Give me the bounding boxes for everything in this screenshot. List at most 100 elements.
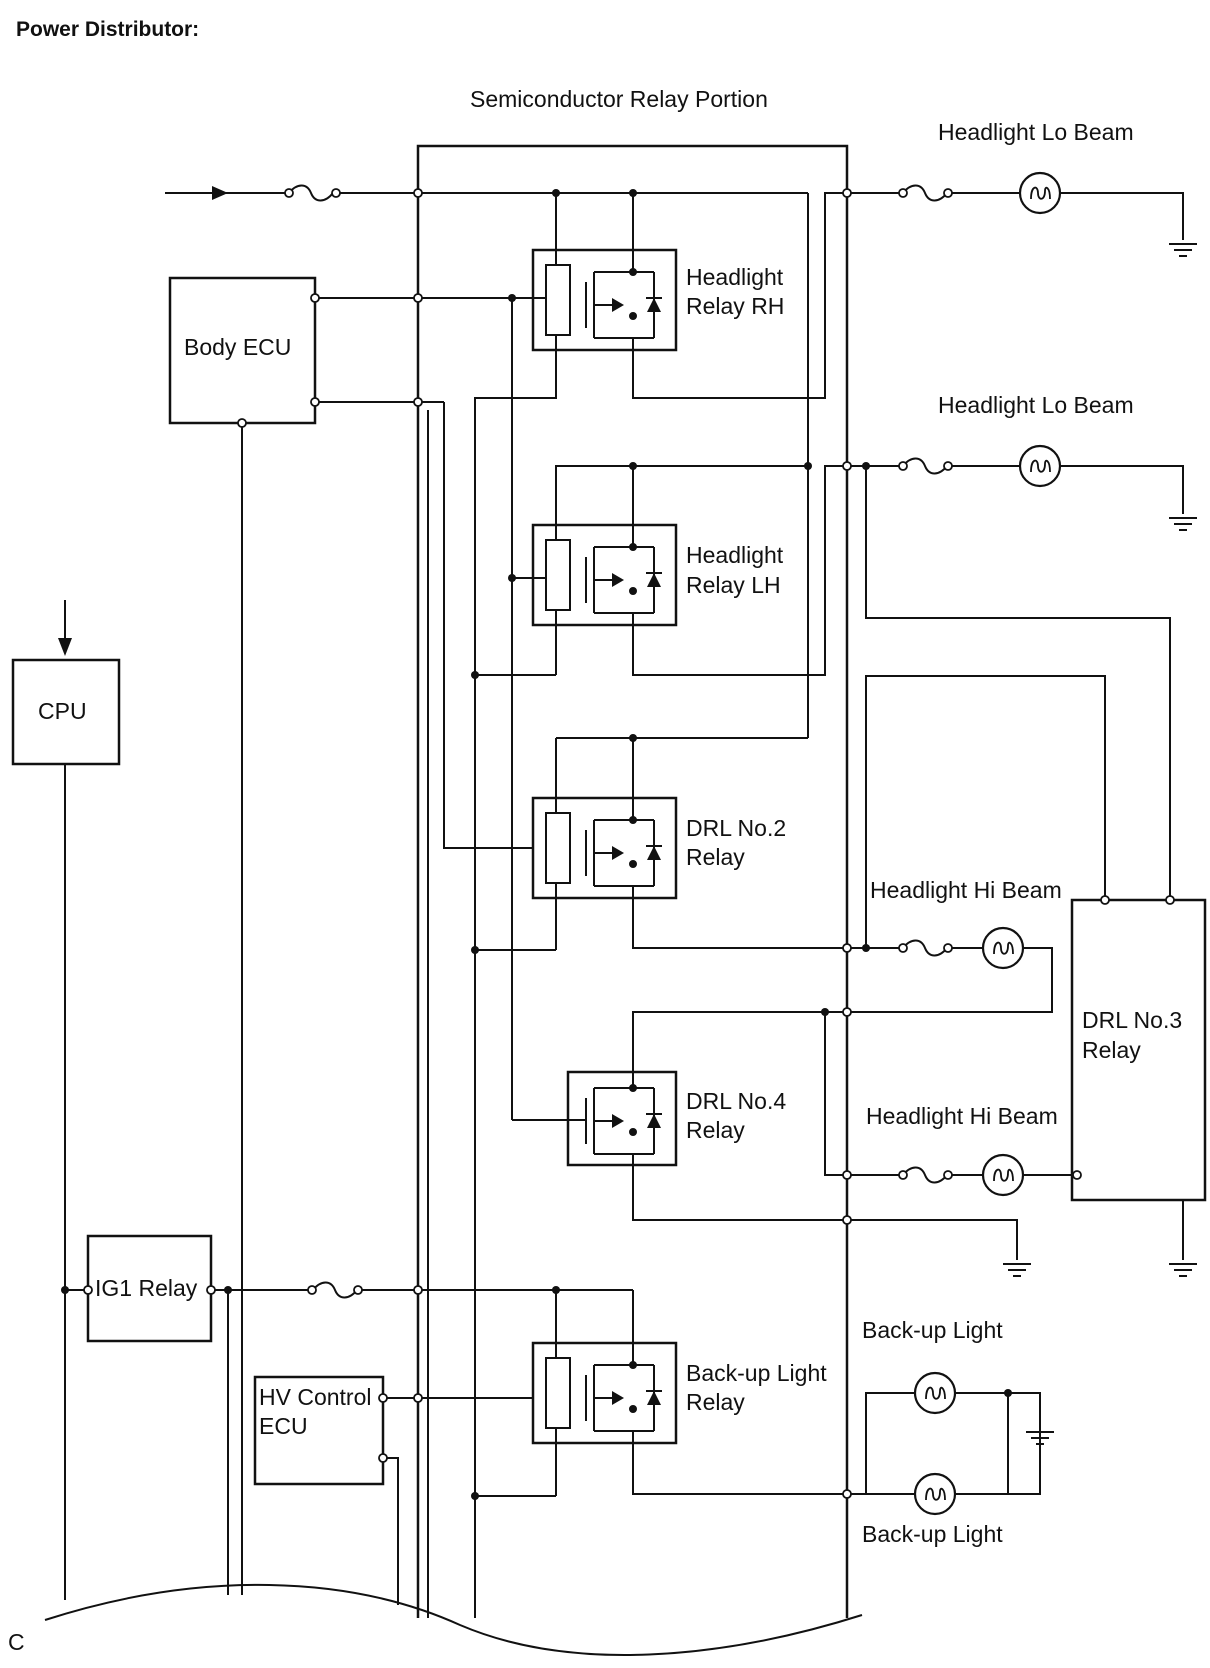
body-ecu-box [168, 276, 317, 425]
relay-4-label-line1: DRL No.4 [686, 1088, 786, 1114]
input-arrow-icon [58, 638, 72, 656]
terminal-dot [353, 1285, 363, 1295]
terminal-dot [842, 188, 852, 198]
terminal-dot [1165, 895, 1175, 905]
body-ecu-label: Body ECU [184, 334, 291, 360]
terminal-dot [898, 461, 908, 471]
headlight-relay-lh [512, 523, 678, 627]
backup-label-2: Back-up Light [862, 1521, 1003, 1547]
junction-dot [471, 946, 479, 954]
ground-return-bus [474, 370, 557, 1618]
terminal-dot [943, 1170, 953, 1180]
terminal-dot [842, 1489, 852, 1499]
relay-5-label-line1: Back-up Light [686, 1360, 827, 1386]
backup-parallel-wire [865, 1392, 1041, 1495]
hv-ecu-label-line1: HV Control [259, 1384, 371, 1410]
backup-light-relay [531, 1341, 678, 1445]
terminal-dot [842, 1215, 852, 1225]
relay-3-label-line1: DRL No.2 [686, 815, 786, 841]
relay-2-label-line2: Relay LH [686, 572, 781, 598]
drl-no4-relay [566, 1070, 678, 1167]
junction-dot [61, 1286, 69, 1294]
terminal-dot [83, 1285, 93, 1295]
input-arrow-icon [212, 186, 228, 200]
headlight-relay-rh [512, 248, 678, 352]
terminal-dot [310, 293, 320, 303]
backup-bulb-icon [913, 1472, 957, 1516]
corner-mark: C [8, 1629, 25, 1655]
backup-output-wire [632, 1443, 866, 1495]
terminal-dot [943, 943, 953, 953]
lo-beam-label-2: Headlight Lo Beam [938, 392, 1134, 418]
relay-wire [555, 465, 808, 525]
terminal-dot [378, 1393, 388, 1403]
junction-dot [471, 671, 479, 679]
terminal-dot [842, 461, 852, 471]
lo-beam-rh-wire [632, 192, 1184, 399]
cpu-label: CPU [38, 698, 87, 724]
relay-4-label-line2: Relay [686, 1117, 745, 1143]
lo-beam-label-1: Headlight Lo Beam [938, 119, 1134, 145]
relay-1-label-line2: Relay RH [686, 293, 784, 319]
junction-dot [804, 462, 812, 470]
terminal-dot [842, 943, 852, 953]
terminal-dot [898, 943, 908, 953]
terminal-dot [413, 1393, 423, 1403]
terminal-dot [943, 461, 953, 471]
terminal-dot [284, 188, 294, 198]
drl3-sense-wire-1 [865, 466, 1171, 900]
terminal-dot [842, 1007, 852, 1017]
relay-5-label-line2: Relay [686, 1389, 745, 1415]
hv-control-ecu-box [253, 1375, 385, 1486]
hi-beam-label-1: Headlight Hi Beam [870, 877, 1062, 903]
junction-dot [629, 734, 637, 742]
terminal-dot [943, 188, 953, 198]
backup-ground-wire [1008, 1392, 1041, 1428]
drl-no3-relay-box [1070, 898, 1207, 1202]
drl-no2-relay [531, 796, 678, 900]
relay-portion-frame [416, 144, 849, 1618]
relay-wire [632, 1011, 825, 1072]
terminal-dot [307, 1285, 317, 1295]
drl2-coil-wire [443, 402, 550, 849]
hv-ecu-down-wire [383, 1457, 399, 1605]
terminal-dot [413, 1285, 423, 1295]
ground-icon [1002, 1263, 1032, 1277]
hi-beam-1-wire [632, 898, 1053, 1013]
terminal-dot [413, 188, 423, 198]
backup-label-1: Back-up Light [862, 1317, 1003, 1343]
diagram-title: Power Distributor: [16, 18, 199, 41]
relay-1-label-line1: Headlight [686, 264, 784, 290]
portion-label: Semiconductor Relay Portion [470, 86, 768, 112]
lo-beam-bulb-icon [1018, 444, 1062, 488]
hi-beam-2-wire [824, 1012, 1077, 1176]
drl3-sense-wire-2 [865, 675, 1106, 948]
cut-line [44, 1583, 863, 1656]
terminal-dot [310, 397, 320, 407]
terminal-dot [237, 418, 247, 428]
lo-beam-lh-wire [632, 465, 1184, 676]
terminal-dot [842, 1170, 852, 1180]
relay-3-label-line2: Relay [686, 844, 745, 870]
drl4-ground-wire [632, 1165, 1018, 1260]
terminal-dot [898, 188, 908, 198]
hi-beam-bulb-icon [981, 1153, 1025, 1197]
junction-dot [471, 1492, 479, 1500]
terminal-dot [413, 293, 423, 303]
hi-beam-bulb-icon [981, 926, 1025, 970]
terminal-dot [331, 188, 341, 198]
ground-icon [1168, 1263, 1198, 1277]
junction-dot [629, 462, 637, 470]
terminal-dot [413, 397, 423, 407]
lo-beam-bulb-icon [1018, 171, 1062, 215]
drl3-label-line2: Relay [1082, 1037, 1141, 1063]
hv-ecu-label-line2: ECU [259, 1413, 308, 1439]
backup-bulb-icon [913, 1371, 957, 1415]
ground-icon [1168, 517, 1198, 531]
terminal-dot [206, 1285, 216, 1295]
hi-beam-label-2: Headlight Hi Beam [866, 1103, 1058, 1129]
ig1-relay-label: IG1 Relay [95, 1275, 198, 1301]
relay-2-label-line1: Headlight [686, 542, 784, 568]
ground-icon [1168, 243, 1198, 257]
